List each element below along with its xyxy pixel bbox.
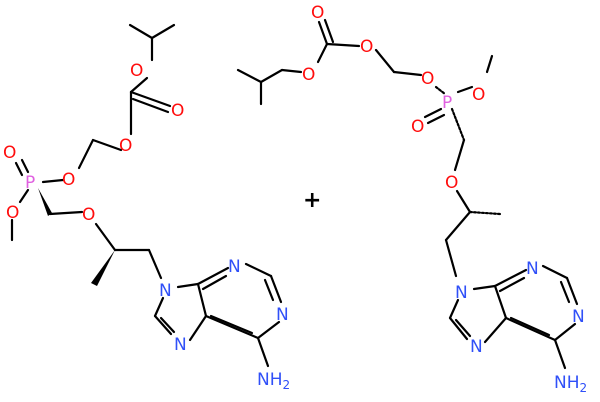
bond — [244, 262, 273, 278]
bond — [553, 322, 577, 342]
bond — [444, 210, 472, 242]
bond — [159, 316, 176, 334]
bond — [131, 97, 170, 114]
bond — [325, 42, 361, 48]
bond — [176, 282, 200, 289]
bond — [204, 314, 260, 340]
atom-O: O — [421, 69, 434, 89]
bond — [485, 54, 494, 74]
atom-O: O — [130, 61, 143, 81]
bond — [541, 264, 569, 280]
atom-O: O — [119, 136, 132, 156]
bond — [434, 85, 447, 96]
atom-O: O — [3, 143, 16, 163]
bond — [454, 318, 472, 338]
bond — [14, 161, 24, 177]
wedge-bond — [38, 188, 52, 216]
bond — [201, 274, 228, 291]
bond — [498, 276, 526, 293]
bond — [153, 314, 173, 336]
atom-N: N — [159, 281, 172, 301]
bond — [509, 316, 551, 337]
bond — [91, 138, 123, 152]
bond — [455, 189, 472, 214]
atom-O: O — [62, 170, 75, 190]
bond — [423, 107, 443, 119]
atom-O: O — [171, 101, 184, 121]
bond — [209, 314, 254, 335]
bond — [483, 316, 508, 344]
atom-O: O — [6, 203, 19, 223]
bond — [456, 85, 474, 94]
bond — [448, 298, 460, 320]
left-molecule: O O O O O P O O N N N N NH2 — [3, 23, 290, 392]
bond — [559, 280, 571, 304]
atom-O: O — [311, 3, 324, 23]
bond — [280, 68, 303, 74]
amine-label: NH2 — [554, 373, 587, 395]
bond — [18, 188, 30, 204]
bond — [448, 316, 469, 341]
bond — [256, 336, 270, 368]
bond — [48, 210, 84, 216]
atom-P: P — [25, 173, 35, 193]
plus-sign: + — [303, 188, 321, 213]
bond — [269, 274, 283, 304]
atom-O: O — [411, 117, 424, 137]
bond — [472, 284, 497, 291]
bond — [147, 248, 163, 280]
atom-N: N — [174, 335, 187, 355]
bond — [374, 48, 396, 74]
atom-N: N — [276, 305, 289, 325]
bond — [553, 338, 567, 370]
atom-N: N — [455, 283, 468, 303]
bond — [453, 138, 466, 172]
bond — [256, 320, 281, 340]
bond — [259, 68, 284, 84]
wedge-bond — [91, 250, 115, 286]
bond — [129, 90, 172, 108]
bond — [153, 296, 165, 318]
bond — [196, 282, 208, 318]
bond — [493, 268, 528, 288]
right-molecule: O O O O P O O O N N N N NH2 — [236, 3, 587, 395]
bond — [468, 210, 502, 216]
atom-N: N — [526, 259, 539, 279]
bond — [188, 314, 208, 342]
atom-N: N — [228, 257, 241, 277]
bond — [236, 68, 263, 84]
bond — [263, 278, 275, 302]
bond — [426, 113, 446, 125]
bond — [317, 20, 329, 46]
atom-O: O — [445, 173, 458, 193]
bond — [450, 107, 466, 142]
bond — [504, 316, 557, 342]
bond — [129, 76, 149, 94]
atom-O: O — [82, 205, 95, 225]
atom-P: P — [442, 93, 452, 113]
atom-N: N — [572, 307, 585, 327]
bond — [150, 23, 176, 40]
atom-O: O — [360, 37, 373, 57]
bond — [196, 266, 230, 286]
atom-O: O — [302, 65, 315, 85]
bond — [128, 23, 154, 40]
bond — [77, 138, 95, 170]
bond — [316, 42, 329, 64]
bond — [444, 238, 458, 278]
bond — [392, 70, 423, 77]
atom-O: O — [472, 85, 485, 105]
bond — [94, 222, 117, 252]
bond — [565, 276, 579, 306]
bond — [20, 158, 30, 174]
bond — [323, 18, 335, 44]
bond — [41, 178, 65, 184]
bond — [493, 284, 508, 320]
amine-label: NH2 — [257, 370, 290, 392]
atom-N: N — [470, 337, 483, 357]
